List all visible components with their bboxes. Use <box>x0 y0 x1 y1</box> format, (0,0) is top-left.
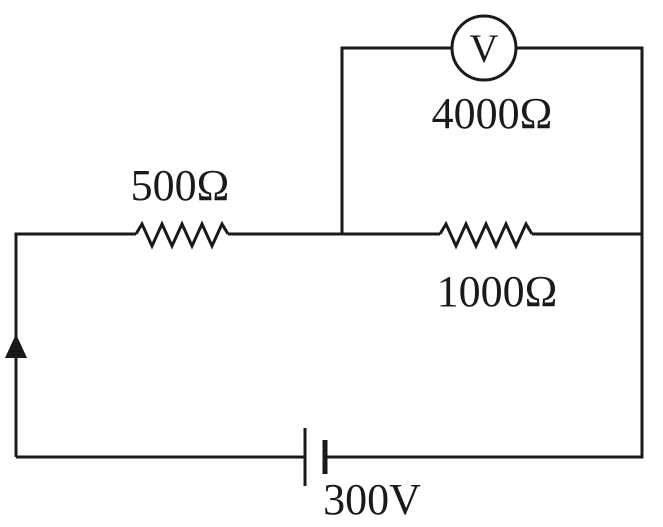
voltmeter-branch-left <box>340 46 452 234</box>
voltmeter-branch-right <box>516 46 644 234</box>
voltmeter-icon <box>450 14 518 82</box>
battery-voltage-label: 300V <box>323 475 421 524</box>
wire-right <box>326 234 644 459</box>
resistor-1000-ohm <box>438 220 534 250</box>
resistor-1000-label: 1000Ω <box>437 267 558 316</box>
wire-top-left <box>14 232 136 457</box>
voltmeter-symbol: V <box>470 26 499 71</box>
current-arrow-icon <box>5 334 27 358</box>
resistor-500-ohm <box>134 220 230 250</box>
voltmeter-resistance-label: 4000Ω <box>432 89 553 138</box>
resistor-500-label: 500Ω <box>131 161 230 210</box>
